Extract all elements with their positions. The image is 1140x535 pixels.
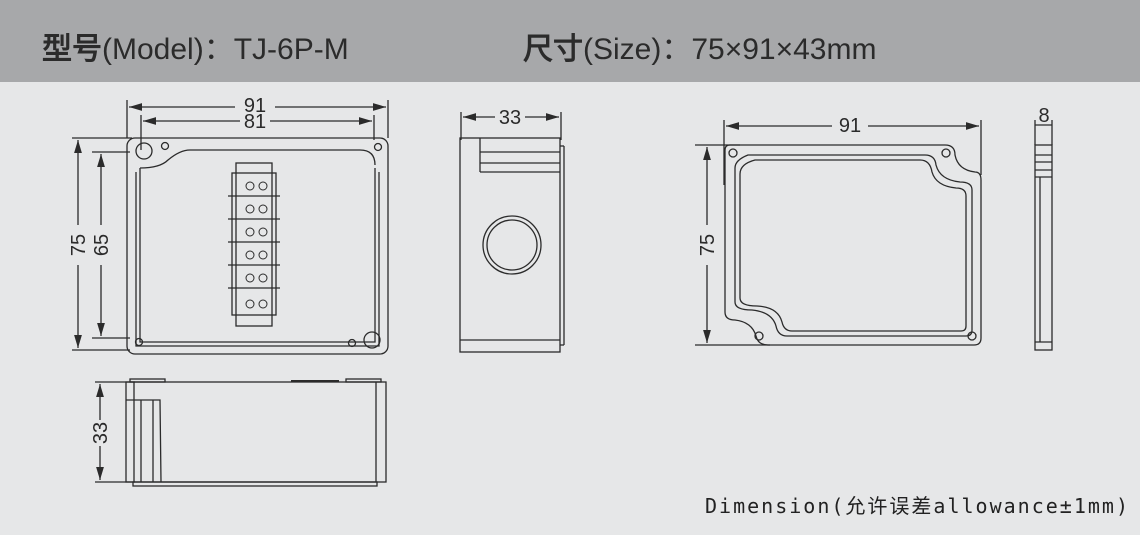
lid-height-label: 75 — [697, 234, 719, 256]
size-value: 75×91×43mm — [691, 33, 877, 66]
side-view — [459, 112, 565, 353]
bottom-height-label: 33 — [90, 422, 112, 444]
title-bar: 型号(Model)：TJ-6P-M 尺寸(Size)：75×91×43mm — [0, 0, 1140, 82]
front-width-inner-label: 81 — [244, 111, 266, 133]
terminal-block — [228, 181, 280, 309]
lid-thickness-label: 8 — [1038, 105, 1049, 127]
front-height-outer-label: 75 — [68, 234, 90, 256]
size-info: 尺寸(Size)：75×91×43mm — [523, 24, 876, 68]
model-paren: (Model)： — [102, 33, 234, 66]
front-width-outer-label: 91 — [244, 95, 266, 117]
model-value: TJ-6P-M — [233, 33, 349, 66]
front-height-inner-label: 65 — [91, 234, 113, 256]
lid-view — [695, 120, 982, 346]
bottom-view — [95, 378, 387, 487]
model-label: 型号 — [42, 32, 102, 67]
model-info: 型号(Model)：TJ-6P-M — [42, 24, 349, 68]
side-depth-label: 33 — [499, 107, 521, 129]
lid-width-label: 91 — [839, 115, 861, 137]
size-paren: (Size)： — [583, 33, 692, 66]
tolerance-note: Dimension(允许误差allowance±1mm) — [705, 494, 1130, 518]
lid-side-view — [1034, 120, 1053, 351]
size-label: 尺寸 — [523, 32, 583, 67]
front-view — [72, 100, 389, 355]
